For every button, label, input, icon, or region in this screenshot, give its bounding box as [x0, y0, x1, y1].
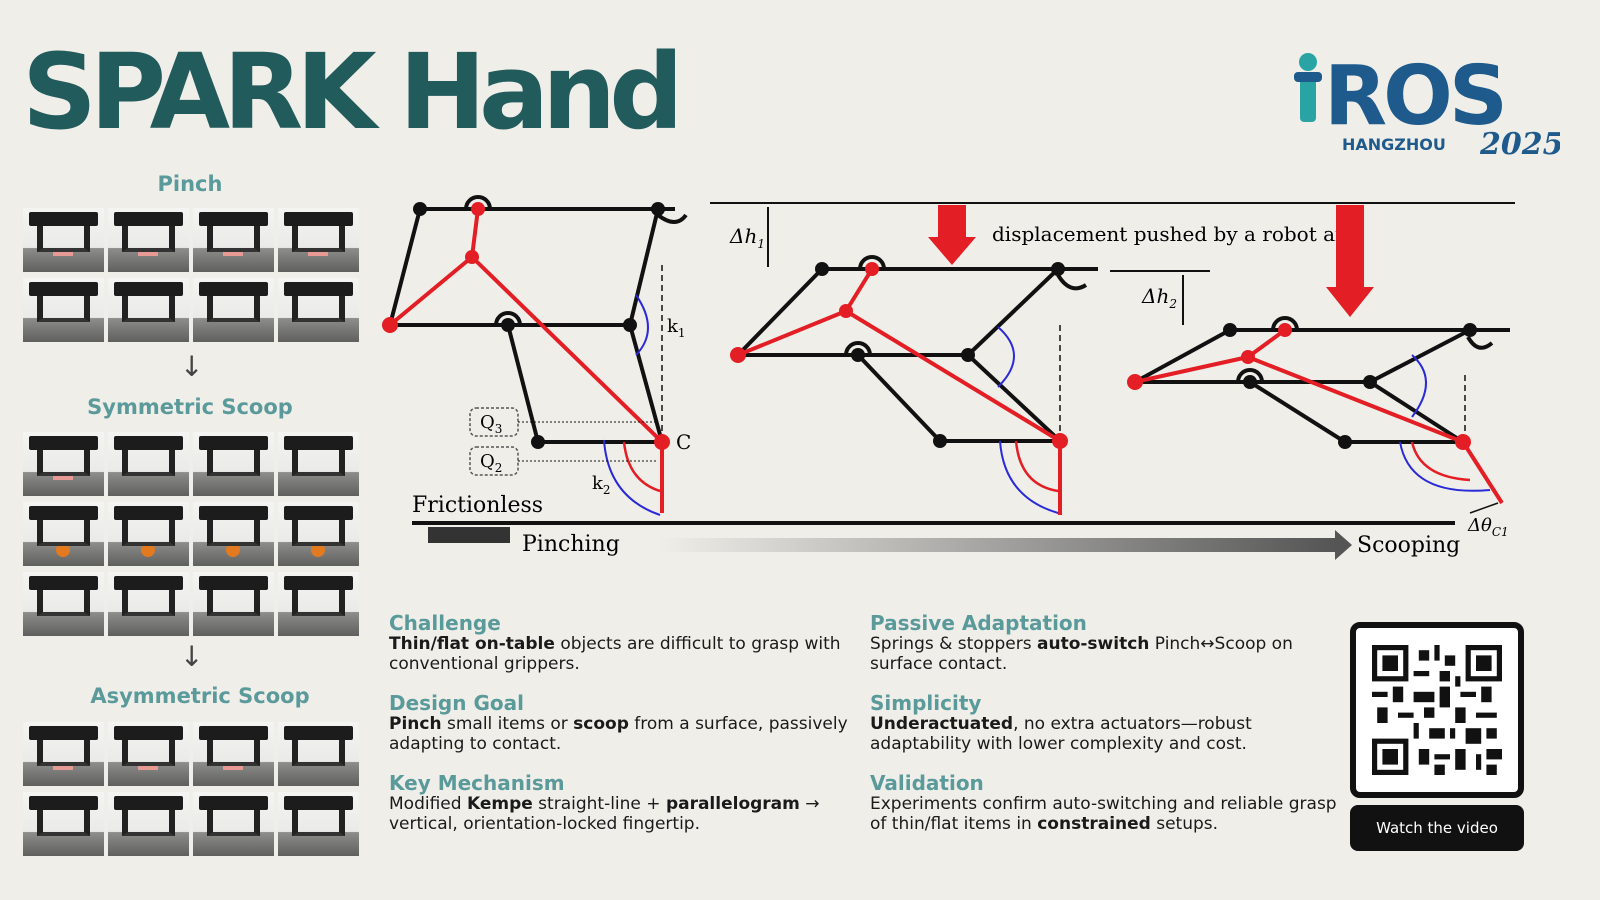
asymmetric-photo — [23, 792, 104, 856]
design-goal-text: Pinch small items or scoop from a surfac… — [389, 714, 848, 754]
asymmetric-photo — [23, 722, 104, 786]
symmetric-photo — [278, 502, 359, 566]
challenge-text: Thin/flat on-table objects are difficult… — [389, 634, 841, 674]
down-arrow-icon: ↓ — [180, 640, 204, 673]
passive-adaptation-block: Passive Adaptation Springs & stoppers au… — [870, 612, 1340, 674]
pinching-label: Pinching — [522, 532, 620, 557]
symmetric-photo — [108, 502, 189, 566]
poster-title: SPARK Hand — [22, 31, 684, 153]
asymmetric-photo — [193, 792, 274, 856]
passive-adaptation-title: Passive Adaptation — [870, 611, 1087, 635]
down-arrow-icon: ↓ — [180, 350, 204, 383]
design-goal-title: Design Goal — [389, 691, 524, 715]
asymmetric-photo — [108, 792, 189, 856]
pinch-photos — [23, 208, 359, 342]
pinch-mechanism — [382, 195, 688, 516]
key-mechanism-title: Key Mechanism — [389, 771, 565, 795]
symmetric-photo — [278, 432, 359, 496]
simplicity-title: Simplicity — [870, 691, 982, 715]
qr-code[interactable] — [1350, 622, 1524, 798]
pinch-photo — [193, 278, 274, 342]
passive-adaptation-text: Springs & stoppers auto-switch Pinch↔Sco… — [870, 634, 1293, 674]
logo-year: 2025 — [1479, 127, 1560, 162]
dh1-label: Δh1 — [729, 224, 765, 251]
qr-code-icon — [1372, 645, 1502, 775]
frictionless-label: Frictionless — [412, 493, 543, 518]
challenge-block: Challenge Thin/flat on-table objects are… — [389, 612, 859, 674]
key-mechanism-text: Modified Kempe straight-line + parallelo… — [389, 794, 820, 834]
q3-label: Q3 — [480, 412, 502, 436]
pinch-photo — [23, 208, 104, 272]
symmetric-photo — [278, 572, 359, 636]
asymmetric-photo — [193, 722, 274, 786]
simplicity-block: Simplicity Underactuated, no extra actua… — [870, 692, 1340, 754]
asymmetric-photo — [278, 792, 359, 856]
frictionless-hatch — [428, 527, 510, 543]
logo-text: ROS — [1324, 49, 1504, 144]
pinch-photo — [278, 278, 359, 342]
scooping-label: Scooping — [1357, 533, 1460, 558]
dh2-label: Δh2 — [1141, 284, 1177, 311]
q2-label: Q2 — [480, 451, 502, 475]
symmetric-photo — [23, 432, 104, 496]
point-c-label: C — [676, 430, 691, 454]
symmetric-photo — [108, 572, 189, 636]
transition-arrow — [660, 538, 1335, 552]
pinch-label: Pinch — [157, 172, 223, 196]
asymmetric-photo — [278, 722, 359, 786]
validation-text: Experiments confirm auto-switching and r… — [870, 794, 1337, 834]
validation-title: Validation — [870, 771, 984, 795]
pinch-photo — [108, 278, 189, 342]
pinch-photo — [193, 208, 274, 272]
symmetric-photo — [23, 502, 104, 566]
symmetric-photo — [108, 432, 189, 496]
design-goal-block: Design Goal Pinch small items or scoop f… — [389, 692, 859, 754]
symmetric-scoop-label: Symmetric Scoop — [87, 395, 293, 419]
simplicity-text: Underactuated, no extra actuators—robust… — [870, 714, 1252, 754]
displacement-label: displacement pushed by a robot arm — [992, 222, 1364, 246]
key-mechanism-block: Key Mechanism Modified Kempe straight-li… — [389, 772, 859, 834]
logo-city: HANGZHOU — [1342, 135, 1446, 154]
pinch-photo — [23, 278, 104, 342]
symmetric-photo — [193, 432, 274, 496]
symmetric-photo — [23, 572, 104, 636]
asymmetric-scoop-label: Asymmetric Scoop — [90, 684, 310, 708]
symmetric-photo — [193, 572, 274, 636]
iros-logo: ROS HANGZHOU 2025 — [1294, 49, 1560, 162]
watch-video-button[interactable]: Watch the video — [1350, 805, 1524, 851]
k1-label: k1 — [667, 316, 686, 340]
asymmetric-photo — [108, 722, 189, 786]
k2-label: k2 — [592, 473, 611, 497]
push-arrow-icon — [1326, 287, 1374, 317]
challenge-title: Challenge — [389, 611, 501, 635]
pinch-photo — [278, 208, 359, 272]
pinch-photo — [108, 208, 189, 272]
push-arrow-icon — [928, 237, 976, 265]
symmetric-photos — [23, 432, 359, 636]
asymmetric-photos — [23, 722, 359, 856]
dtheta-label: ΔθC1 — [1467, 515, 1509, 539]
validation-block: Validation Experiments confirm auto-swit… — [870, 772, 1340, 834]
scoop-mechanism — [1127, 316, 1510, 505]
transition-mechanism — [730, 255, 1098, 515]
mechanism-diagram: Q3 Q2 k1 k2 C Frictionless Pinching Scoo… — [382, 195, 1515, 560]
symmetric-photo — [193, 502, 274, 566]
